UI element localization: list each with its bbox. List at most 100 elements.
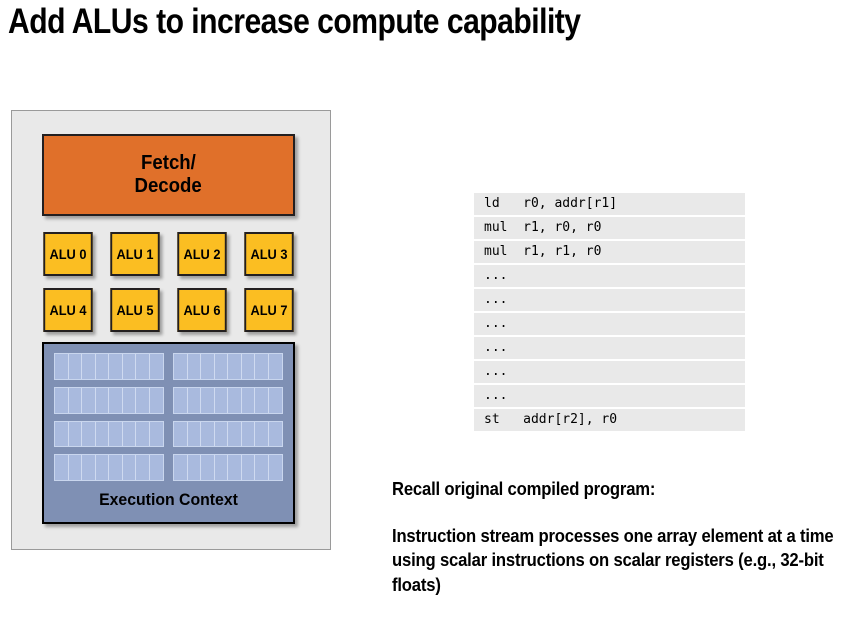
code-line: ...: [474, 289, 745, 311]
code-line: mul r1, r0, r0: [474, 217, 745, 239]
caption-instruction-stream: Instruction stream processes one array e…: [392, 524, 834, 595]
code-line: ...: [474, 385, 745, 407]
register-cell: [201, 354, 215, 379]
caption-recall: Recall original compiled program:: [392, 478, 656, 499]
register-cell: [255, 354, 269, 379]
alu-unit-5: ALU 5: [110, 288, 160, 332]
register-cell: [55, 421, 69, 447]
register-cell: [150, 422, 164, 447]
register-cell: [69, 387, 82, 413]
register-cell: [150, 455, 164, 480]
code-line: ld r0, addr[r1]: [474, 193, 745, 215]
register-cell: [201, 455, 215, 480]
register-cell: [136, 421, 150, 447]
register-block: [173, 454, 283, 481]
register-cell: [228, 387, 242, 413]
register-cell: [69, 354, 82, 379]
processor-core-diagram: Fetch/ Decode ALU 0 ALU 1 ALU 2 ALU 3 AL…: [11, 110, 331, 550]
fetch-decode-block: Fetch/ Decode: [42, 134, 295, 216]
register-cell: [201, 387, 215, 413]
register-cell: [109, 455, 123, 480]
execution-context-block: Execution Context: [42, 342, 295, 524]
register-cell: [69, 421, 82, 447]
code-line: ...: [474, 337, 745, 359]
register-block: [173, 386, 283, 414]
register-cell: [136, 455, 150, 480]
register-cell: [215, 354, 228, 379]
register-block: [173, 353, 283, 380]
register-cell: [136, 354, 150, 379]
register-cell: [215, 455, 228, 480]
register-cell: [255, 455, 269, 480]
alu-unit-7: ALU 7: [244, 288, 294, 332]
caption-area: Recall original compiled program: Instru…: [392, 477, 844, 597]
register-cell: [228, 455, 242, 480]
register-cell: [242, 354, 255, 379]
register-cell: [174, 354, 188, 379]
register-cell: [82, 387, 96, 413]
register-cell: [174, 421, 188, 447]
register-cell: [123, 354, 136, 379]
register-cell: [215, 387, 228, 413]
register-cell: [188, 455, 201, 480]
alu-unit-1: ALU 1: [110, 232, 160, 276]
register-cell: [150, 388, 164, 413]
code-line: ...: [474, 265, 745, 287]
register-cell: [55, 455, 69, 480]
register-block: [54, 353, 164, 380]
register-cell: [82, 354, 96, 379]
register-cell: [201, 421, 215, 447]
register-cell: [150, 354, 164, 379]
register-cell: [174, 387, 188, 413]
register-block: [54, 420, 164, 448]
register-cell: [242, 387, 255, 413]
fetch-decode-line-2: Decode: [134, 175, 203, 197]
alu-unit-4: ALU 4: [43, 288, 93, 332]
register-cell: [269, 422, 283, 447]
register-cell: [215, 421, 228, 447]
register-block: [173, 420, 283, 448]
alu-unit-6: ALU 6: [177, 288, 227, 332]
register-cell: [188, 421, 201, 447]
register-file-grid: [54, 353, 283, 481]
alu-unit-3: ALU 3: [244, 232, 294, 276]
execution-context-label: Execution Context: [99, 490, 238, 509]
register-cell: [136, 387, 150, 413]
register-cell: [228, 354, 242, 379]
register-cell: [96, 421, 109, 447]
register-cell: [174, 455, 188, 480]
register-block: [54, 454, 164, 481]
register-block: [54, 386, 164, 414]
register-cell: [255, 387, 269, 413]
register-cell: [242, 455, 255, 480]
register-cell: [228, 421, 242, 447]
register-cell: [82, 455, 96, 480]
register-cell: [109, 354, 123, 379]
code-line: mul r1, r1, r0: [474, 241, 745, 263]
code-line: ...: [474, 313, 745, 335]
alu-grid: ALU 0 ALU 1 ALU 2 ALU 3 ALU 4 ALU 5 ALU …: [42, 232, 295, 332]
register-cell: [269, 388, 283, 413]
register-cell: [109, 387, 123, 413]
register-cell: [55, 387, 69, 413]
register-cell: [188, 354, 201, 379]
register-cell: [96, 354, 109, 379]
code-line: ...: [474, 361, 745, 383]
register-cell: [69, 455, 82, 480]
register-cell: [255, 421, 269, 447]
alu-unit-0: ALU 0: [43, 232, 93, 276]
fetch-decode-line-1: Fetch/: [141, 151, 196, 174]
alu-unit-2: ALU 2: [177, 232, 227, 276]
register-cell: [188, 387, 201, 413]
register-cell: [96, 387, 109, 413]
register-cell: [55, 354, 69, 379]
register-cell: [96, 455, 109, 480]
code-line: st addr[r2], r0: [474, 409, 745, 431]
register-cell: [109, 421, 123, 447]
register-cell: [269, 455, 283, 480]
register-cell: [269, 354, 283, 379]
register-cell: [82, 421, 96, 447]
register-cell: [123, 455, 136, 480]
register-cell: [123, 387, 136, 413]
